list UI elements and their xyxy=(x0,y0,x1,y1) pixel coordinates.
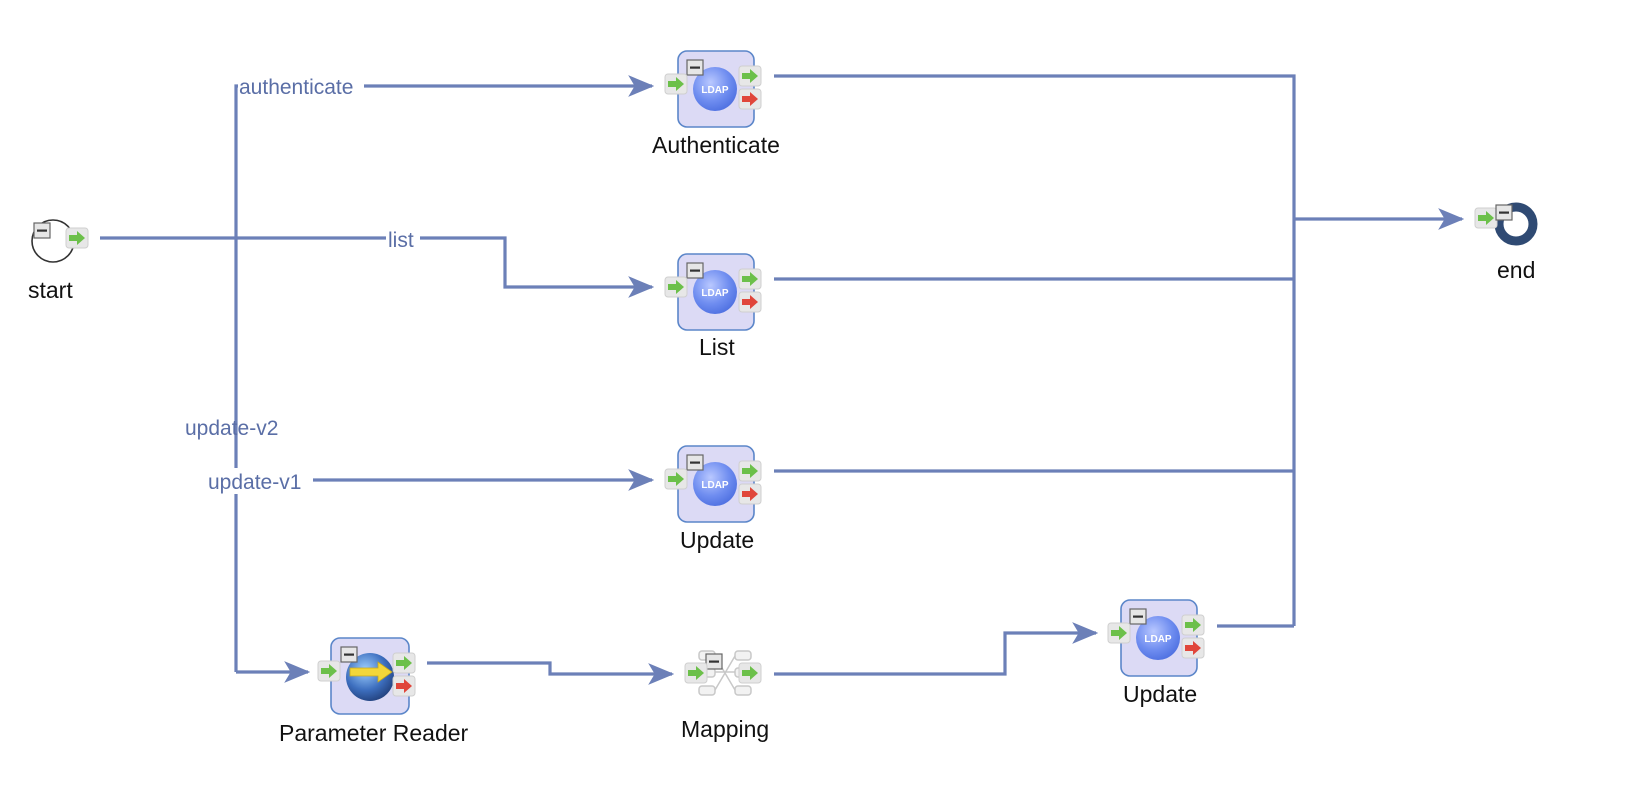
input-port-icon xyxy=(664,73,688,95)
collapse-icon xyxy=(705,653,723,670)
edge-mapping-to-update[interactable] xyxy=(774,622,1099,676)
ldap-icon-text: LDAP xyxy=(701,288,729,299)
input-port-icon xyxy=(317,660,341,682)
edge-list[interactable] xyxy=(100,236,655,298)
output-port-icon xyxy=(738,662,762,684)
input-port-icon xyxy=(1107,622,1131,644)
ldap-icon xyxy=(693,270,737,314)
edge-authenticate[interactable] xyxy=(234,75,655,672)
end-label: end xyxy=(1497,257,1535,283)
ldap-icon xyxy=(693,67,737,111)
edge-authenticate-to-end[interactable] xyxy=(774,74,1296,626)
output-port-icon xyxy=(1181,614,1205,636)
collapse-icon xyxy=(1495,204,1513,221)
parameter-reader-activity[interactable]: Parameter Reader xyxy=(279,637,469,746)
start-node[interactable]: start xyxy=(28,219,89,303)
output-port-icon xyxy=(392,652,416,674)
edge-label-authenticate: authenticate xyxy=(239,76,353,99)
collapse-icon xyxy=(686,59,704,76)
parameter-reader-label: Parameter Reader xyxy=(279,720,469,746)
input-port-icon xyxy=(664,276,688,298)
collapse-icon xyxy=(686,454,704,471)
authenticate-label: Authenticate xyxy=(652,132,780,158)
update-v1-activity[interactable]: LDAP Update xyxy=(664,445,762,553)
collapse-icon xyxy=(340,646,358,663)
edges xyxy=(100,74,1465,685)
input-port-icon xyxy=(664,468,688,490)
edge-label-list: list xyxy=(388,229,414,252)
ldap-icon xyxy=(693,462,737,506)
output-port-icon xyxy=(738,268,762,290)
input-port-icon xyxy=(684,662,708,684)
error-port-icon xyxy=(1181,637,1205,659)
update-v2-label: Update xyxy=(1123,681,1197,707)
list-activity[interactable]: LDAP List xyxy=(664,253,762,360)
edge-label-update-v2: update-v2 xyxy=(185,417,278,440)
ldap-icon xyxy=(1136,616,1180,660)
authenticate-activity[interactable]: LDAP Authenticate xyxy=(652,50,780,158)
ldap-icon-text: LDAP xyxy=(1144,634,1172,645)
update-v1-label: Update xyxy=(680,527,754,553)
ldap-icon-text: LDAP xyxy=(701,85,729,96)
input-port-icon xyxy=(1474,207,1498,229)
update-v2-activity[interactable]: LDAP Update xyxy=(1107,599,1205,707)
error-port-icon xyxy=(738,88,762,110)
mapping-label: Mapping xyxy=(681,716,769,742)
arrow-icon xyxy=(349,661,393,683)
edge-parameter-reader-to-mapping[interactable] xyxy=(427,661,675,685)
output-port-icon xyxy=(738,460,762,482)
ldap-icon-text: LDAP xyxy=(701,480,729,491)
output-port-icon xyxy=(65,227,89,249)
collapse-icon xyxy=(686,262,704,279)
collapse-icon xyxy=(33,222,51,239)
collapse-icon xyxy=(1129,608,1147,625)
output-port-icon xyxy=(738,65,762,87)
mapping-activity[interactable]: Mapping xyxy=(681,650,769,742)
error-port-icon xyxy=(738,483,762,505)
edge-label-update-v1: update-v1 xyxy=(208,471,301,494)
error-port-icon xyxy=(392,675,416,697)
end-event-icon xyxy=(1494,202,1538,246)
end-node[interactable]: end xyxy=(1474,202,1538,283)
edge-labels: authenticate list update-v2 update-v1 xyxy=(185,73,420,494)
start-label: start xyxy=(28,277,73,303)
error-port-icon xyxy=(738,291,762,313)
list-label: List xyxy=(699,334,735,360)
